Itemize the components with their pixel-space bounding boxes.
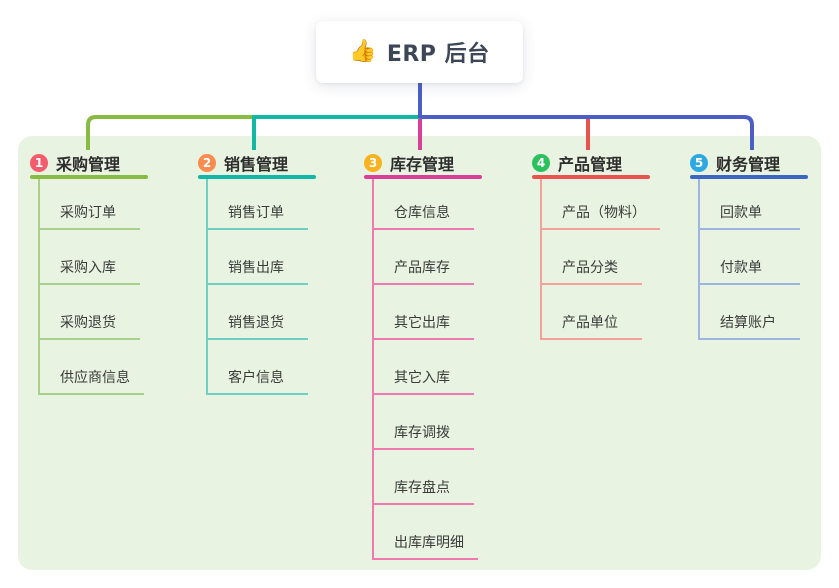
child-node[interactable]: 其它出库 bbox=[374, 285, 474, 340]
child-node[interactable]: 其它入库 bbox=[374, 340, 474, 395]
root-node-label: ERP 后台 bbox=[386, 42, 490, 67]
child-node-label: 库存调拨 bbox=[394, 425, 450, 442]
branch-label: 财务管理 bbox=[716, 154, 781, 174]
root-node[interactable]: 👍 ERP 后台 bbox=[316, 21, 523, 83]
child-node[interactable]: 出库库明细 bbox=[374, 505, 478, 560]
branch-header-4[interactable]: 4 产品管理 bbox=[532, 150, 660, 175]
branch-header-2[interactable]: 2 销售管理 bbox=[198, 150, 316, 175]
branch-underline bbox=[532, 175, 650, 179]
child-node[interactable]: 销售订单 bbox=[208, 179, 308, 230]
child-node-label: 产品分类 bbox=[562, 260, 618, 277]
child-node-label: 其它入库 bbox=[394, 370, 450, 387]
child-node-label: 出库库明细 bbox=[394, 535, 464, 552]
child-node[interactable]: 销售退货 bbox=[208, 285, 308, 340]
child-node-label: 采购退货 bbox=[60, 315, 116, 332]
branch-number-badge: 1 bbox=[30, 153, 48, 172]
branch-number-badge: 2 bbox=[198, 153, 216, 172]
child-node-label: 付款单 bbox=[720, 260, 762, 277]
branch-5: 5 财务管理回款单付款单结算账户 bbox=[690, 150, 808, 340]
branch-4: 4 产品管理产品（物料） 产品分类产品单位 bbox=[532, 150, 660, 340]
child-node[interactable]: 产品库存 bbox=[374, 230, 474, 285]
branch-underline bbox=[198, 175, 316, 179]
branch-label: 产品管理 bbox=[558, 154, 623, 174]
child-node[interactable]: 库存调拨 bbox=[374, 395, 474, 450]
child-node-label: 销售退货 bbox=[228, 315, 284, 332]
branch-label: 库存管理 bbox=[390, 154, 455, 174]
child-node[interactable]: 产品单位 bbox=[542, 285, 642, 340]
branch-underline bbox=[690, 175, 808, 179]
child-node[interactable]: 采购订单 bbox=[40, 179, 140, 230]
branch-header-1[interactable]: 1 采购管理 bbox=[30, 150, 148, 175]
child-node[interactable]: 回款单 bbox=[700, 179, 800, 230]
mindmap-background-panel bbox=[18, 136, 821, 570]
child-node[interactable]: 采购退货 bbox=[40, 285, 140, 340]
child-node-label: 采购订单 bbox=[60, 205, 116, 222]
child-node[interactable]: 付款单 bbox=[700, 230, 800, 285]
child-node-label: 产品（物料） bbox=[562, 205, 646, 222]
child-node-label: 结算账户 bbox=[720, 315, 776, 332]
child-node[interactable]: 供应商信息 bbox=[40, 340, 144, 395]
child-node-label: 供应商信息 bbox=[60, 370, 130, 387]
child-node-label: 产品库存 bbox=[394, 260, 450, 277]
branch-header-3[interactable]: 3 库存管理 bbox=[364, 150, 482, 175]
child-node-label: 销售出库 bbox=[228, 260, 284, 277]
child-node-label: 回款单 bbox=[720, 205, 762, 222]
child-node-label: 客户信息 bbox=[228, 370, 284, 387]
child-node-label: 仓库信息 bbox=[394, 205, 450, 222]
branch-number-badge: 4 bbox=[532, 153, 550, 172]
branch-2: 2 销售管理销售订单销售出库销售退货客户信息 bbox=[198, 150, 316, 395]
branch-underline bbox=[30, 175, 148, 179]
child-node[interactable]: 仓库信息 bbox=[374, 179, 474, 230]
branch-children: 产品（物料） 产品分类产品单位 bbox=[540, 179, 660, 340]
child-node[interactable]: 产品分类 bbox=[542, 230, 642, 285]
branch-label: 销售管理 bbox=[224, 154, 289, 174]
branch-children: 回款单付款单结算账户 bbox=[698, 179, 808, 340]
child-node[interactable]: 客户信息 bbox=[208, 340, 308, 395]
branch-children: 销售订单销售出库销售退货客户信息 bbox=[206, 179, 316, 395]
child-node[interactable]: 产品（物料） bbox=[542, 179, 660, 230]
branch-children: 采购订单采购入库采购退货供应商信息 bbox=[38, 179, 148, 395]
child-node-label: 销售订单 bbox=[228, 205, 284, 222]
child-node-label: 采购入库 bbox=[60, 260, 116, 277]
branch-3: 3 库存管理仓库信息产品库存其它出库其它入库库存调拨库存盘点出库库明细 bbox=[364, 150, 482, 560]
branch-label: 采购管理 bbox=[56, 154, 121, 174]
child-node-label: 库存盘点 bbox=[394, 480, 450, 497]
branch-underline bbox=[364, 175, 482, 179]
branch-children: 仓库信息产品库存其它出库其它入库库存调拨库存盘点出库库明细 bbox=[372, 179, 482, 560]
branch-header-5[interactable]: 5 财务管理 bbox=[690, 150, 808, 175]
child-node-label: 其它出库 bbox=[394, 315, 450, 332]
child-node[interactable]: 结算账户 bbox=[700, 285, 800, 340]
child-node[interactable]: 采购入库 bbox=[40, 230, 140, 285]
child-node[interactable]: 销售出库 bbox=[208, 230, 308, 285]
child-node[interactable]: 库存盘点 bbox=[374, 450, 474, 505]
branch-number-badge: 3 bbox=[364, 153, 382, 172]
branch-1: 1 采购管理采购订单采购入库采购退货供应商信息 bbox=[30, 150, 148, 395]
child-node-label: 产品单位 bbox=[562, 315, 618, 332]
thumbs-up-icon: 👍 bbox=[349, 39, 377, 64]
branch-number-badge: 5 bbox=[690, 153, 708, 172]
